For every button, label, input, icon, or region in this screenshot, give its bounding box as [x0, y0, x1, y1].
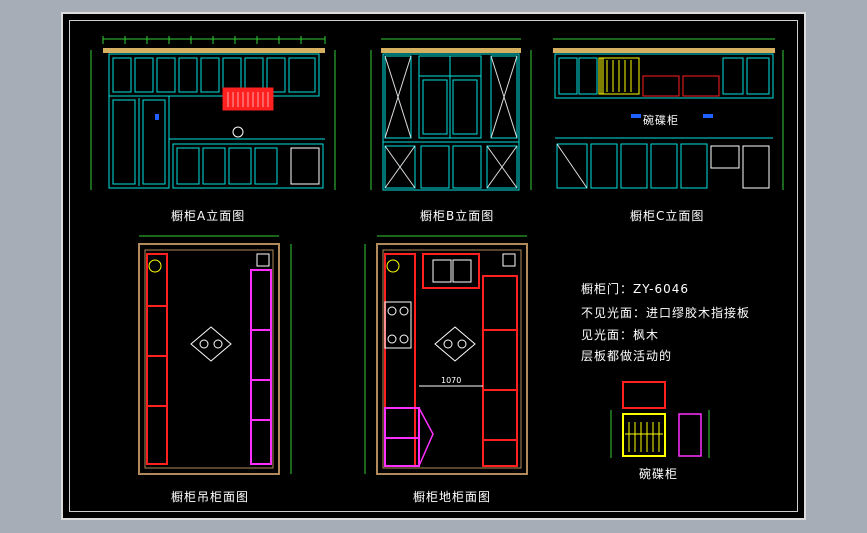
wall-cabinet-plan [138, 235, 292, 475]
note-hidden-side: 不见光面：进口缪胶木指接板 [581, 306, 751, 320]
dish-rack-detail [610, 381, 710, 458]
base-cabinet-plan [364, 235, 528, 475]
title-dish-rack: 碗碟柜 [639, 467, 679, 481]
drawing-sheet: 橱柜A立面图 橱柜B立面图 橱柜C立面图 橱柜吊柜面图 橱柜地柜面图 碗碟柜 碗… [61, 12, 806, 520]
title-elevation-a: 橱柜A立面图 [171, 209, 246, 223]
drawing-frame [69, 20, 798, 512]
title-floor-plan: 橱柜地柜面图 [413, 490, 492, 504]
title-wall-plan: 橱柜吊柜面图 [171, 490, 250, 504]
elevation-c [553, 38, 784, 190]
note-visible-side: 见光面：枫木 [581, 328, 660, 342]
label-floor-dim: 1070 [441, 376, 462, 385]
cad-drawing [90, 36, 784, 475]
note-shelves: 层板都做活动的 [581, 349, 673, 363]
elevation-b [370, 38, 532, 191]
title-elevation-b: 橱柜B立面图 [420, 209, 495, 223]
title-elevation-c: 橱柜C立面图 [630, 209, 705, 223]
label-dish-rack-tag: 碗碟柜 [643, 114, 679, 127]
note-door: 橱柜门：ZY-6046 [581, 282, 689, 296]
elevation-a [90, 36, 336, 190]
